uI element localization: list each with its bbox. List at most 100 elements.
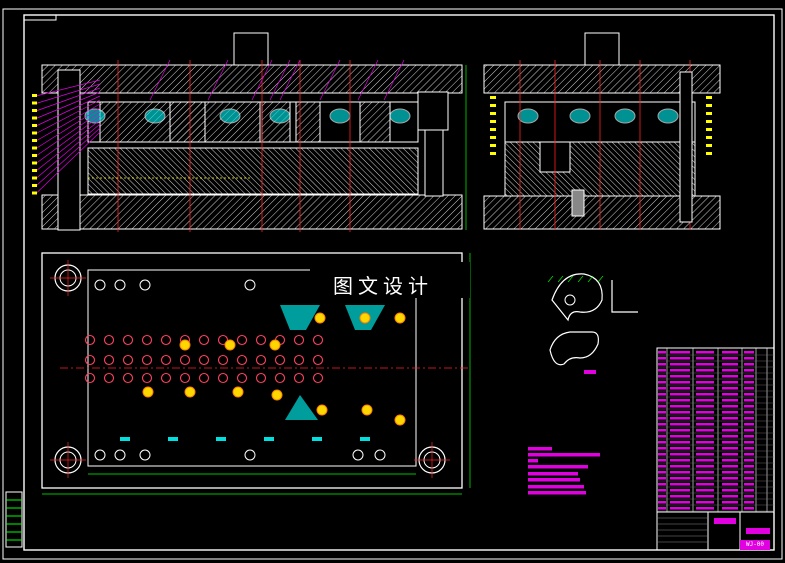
- pierce-hole-r3-10: [274, 372, 286, 384]
- pilot-pin-9: [271, 389, 283, 401]
- pilot-pin-5: [394, 312, 406, 324]
- screw-hole-3: [244, 279, 256, 291]
- side-spring-3: [657, 108, 679, 124]
- leader-top-5: [319, 59, 341, 101]
- note-line-1: [528, 453, 600, 457]
- part-side-view: [611, 280, 638, 313]
- side-spring-1: [569, 108, 591, 124]
- note-line-5: [528, 478, 580, 482]
- leader-left-3: [35, 91, 101, 119]
- screw-hole-5: [114, 449, 126, 461]
- spring-2: [219, 108, 241, 124]
- title-company-field: [746, 528, 770, 534]
- title-name-field: [714, 518, 736, 524]
- screw-hole-1: [114, 279, 126, 291]
- punch-5: [359, 101, 391, 143]
- leader-left-4: [35, 95, 101, 127]
- pierce-hole-r2-10: [274, 354, 286, 366]
- pierce-hole-r2-11: [293, 354, 305, 366]
- pierce-hole-r3-9: [255, 372, 267, 384]
- slug-slot-3: [264, 437, 274, 441]
- upper-die-plate: [41, 64, 463, 94]
- pierce-hole-r2-1: [103, 354, 115, 366]
- punch-1: [169, 101, 206, 143]
- note-line-7: [528, 491, 586, 495]
- pierce-hole-r3-12: [312, 372, 324, 384]
- pilot-pin-8: [232, 386, 244, 398]
- pierce-hole-r2-3: [141, 354, 153, 366]
- screw-hole-2: [139, 279, 151, 291]
- pilot-pin-1: [224, 339, 236, 351]
- die-block: [87, 147, 419, 195]
- leader-left-6: [35, 103, 101, 142]
- pilot-pin-4: [359, 312, 371, 324]
- side-pin: [571, 189, 585, 217]
- pierce-hole-r1-0: [84, 334, 96, 346]
- pilot-pin-12: [394, 414, 406, 426]
- side-shank: [584, 32, 620, 66]
- pierce-hole-r3-1: [103, 372, 115, 384]
- sheet-border: [2, 8, 783, 560]
- pierce-hole-r3-6: [198, 372, 210, 384]
- leader-top-0: [149, 59, 171, 101]
- pierce-hole-r3-5: [179, 372, 191, 384]
- pilot-pin-0: [179, 339, 191, 351]
- leader-top-2: [251, 59, 273, 101]
- spring-5: [389, 108, 411, 124]
- leader-left-7: [35, 107, 101, 149]
- screw-hole-6: [139, 449, 151, 461]
- side-spring-0: [517, 108, 539, 124]
- screw-hole-7: [244, 449, 256, 461]
- drawing-number-badge: WJ-00: [740, 540, 770, 550]
- note-line-4: [528, 472, 578, 476]
- die-plate-plan-icon: [41, 252, 471, 495]
- leader-left-11: [35, 123, 101, 179]
- pierce-hole-r3-4: [160, 372, 172, 384]
- pilot-pin-10: [316, 404, 328, 416]
- pierce-hole-r3-0: [84, 372, 96, 384]
- part-label: [584, 370, 596, 374]
- lower-die-plate: [41, 194, 463, 230]
- leader-left-8: [35, 111, 101, 157]
- slug-slot-5: [360, 437, 370, 441]
- title-block-frame: [656, 511, 775, 551]
- right-guide-bushing: [417, 91, 449, 131]
- leader-left-13: [35, 131, 101, 194]
- pierce-hole-r2-9: [255, 354, 267, 366]
- leader-left-1: [35, 83, 101, 104]
- leader-left-9: [35, 115, 101, 164]
- slug-slot-4: [312, 437, 322, 441]
- cyan-insert-lower: [285, 395, 318, 420]
- spring-0: [84, 108, 106, 124]
- bom-table-icon: [656, 347, 775, 551]
- pierce-hole-r2-12: [312, 354, 324, 366]
- leader-left-12: [35, 127, 101, 187]
- pierce-hole-r3-3: [141, 372, 153, 384]
- pierce-hole-r1-4: [160, 334, 172, 346]
- leader-left-5: [35, 99, 101, 134]
- pilot-pin-3: [314, 312, 326, 324]
- leader-top-7: [383, 59, 405, 101]
- screw-hole-4: [94, 449, 106, 461]
- part-front-view: [549, 331, 599, 366]
- pierce-hole-r1-8: [236, 334, 248, 346]
- mold-front-section-icon: [32, 32, 467, 232]
- pilot-pin-7: [184, 386, 196, 398]
- leader-left-2: [35, 87, 101, 112]
- leader-left-0: [35, 79, 101, 97]
- pierce-hole-r3-7: [217, 372, 229, 384]
- note-line-2: [528, 459, 538, 463]
- part-top-view: [551, 273, 603, 322]
- spring-3: [269, 108, 291, 124]
- pilot-pin-2: [269, 339, 281, 351]
- pilot-pin-6: [142, 386, 154, 398]
- leader-top-3: [269, 59, 291, 101]
- note-line-6: [528, 485, 584, 489]
- spring-1: [144, 108, 166, 124]
- pierce-hole-r1-3: [141, 334, 153, 346]
- plan-outline: [41, 252, 463, 489]
- screw-hole-9: [374, 449, 386, 461]
- pierce-hole-r1-9: [255, 334, 267, 346]
- pierce-hole-r1-7: [217, 334, 229, 346]
